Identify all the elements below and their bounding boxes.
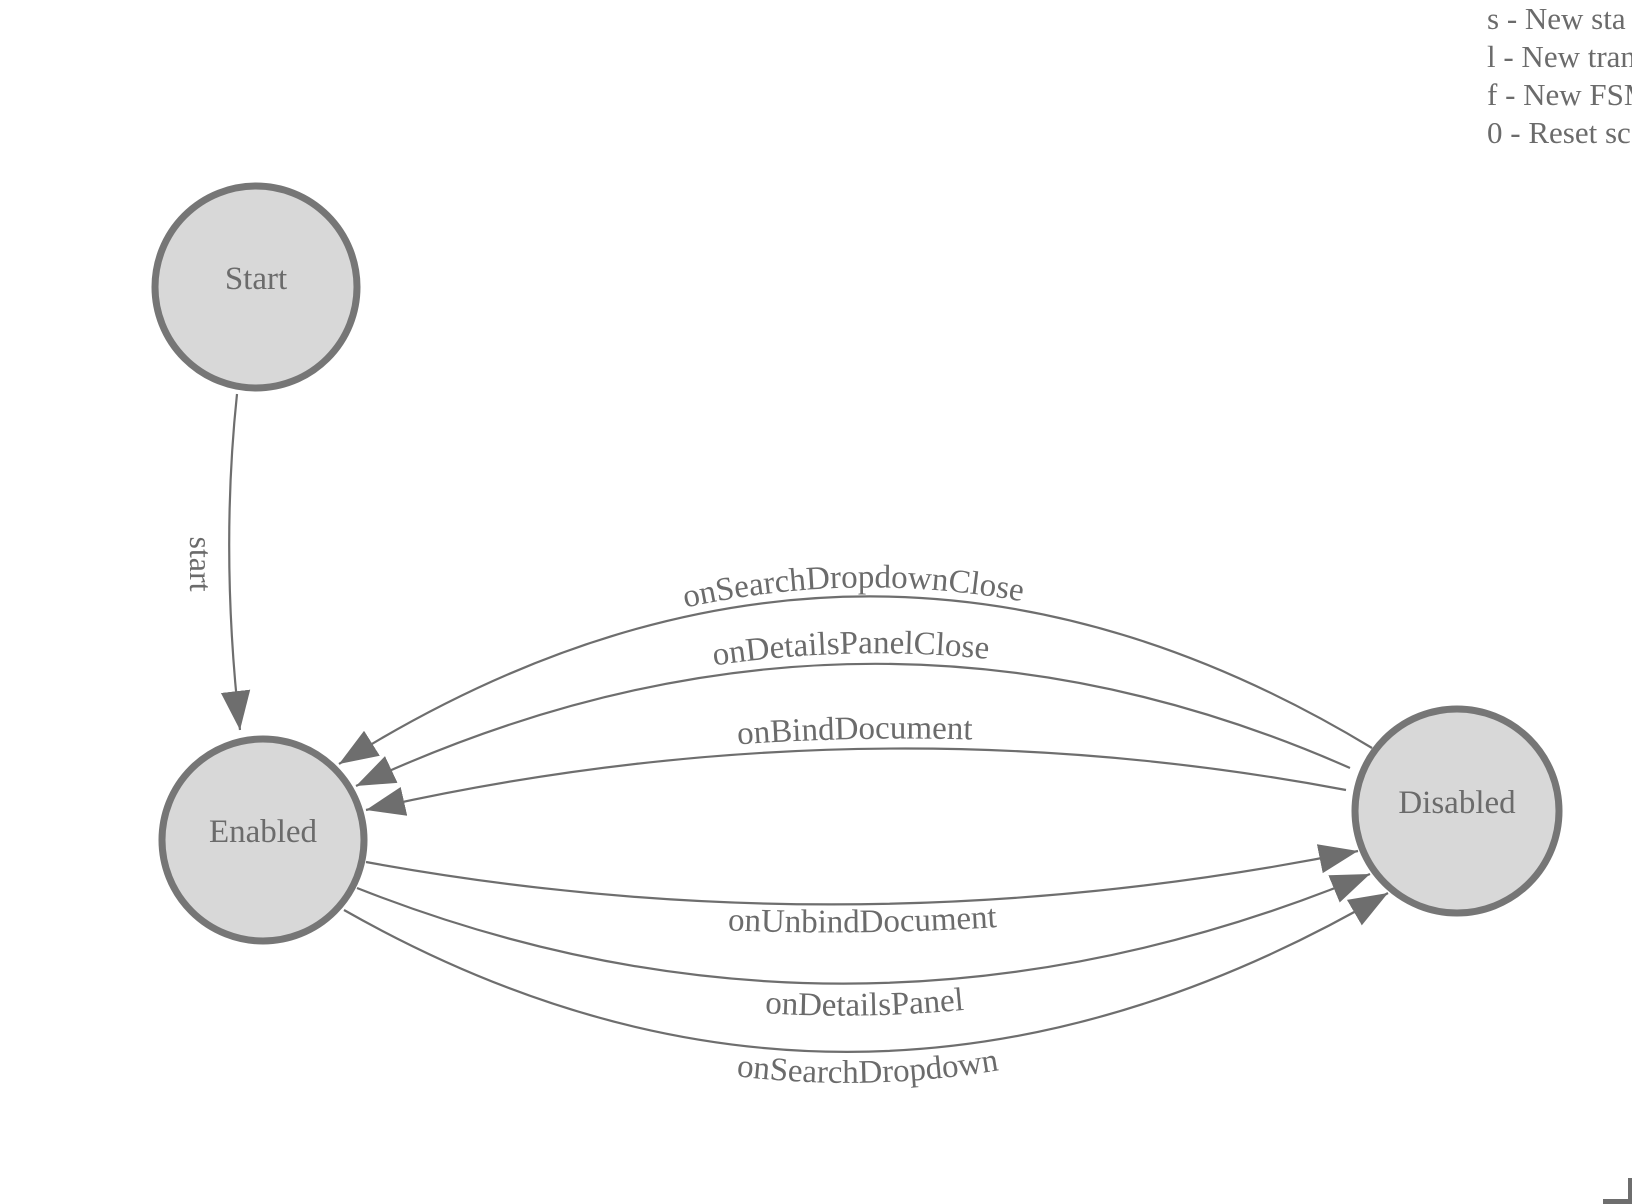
transition-path-onSearchDropdown[interactable] bbox=[343, 892, 1389, 1053]
state-label-disabled: Disabled bbox=[1398, 785, 1516, 821]
legend-line-reset-scale: 0 - Reset sc bbox=[1487, 115, 1631, 150]
legend-line-new-fsm: f - New FSM bbox=[1487, 77, 1632, 112]
transition-label-start: start bbox=[183, 536, 219, 591]
transition-edge-start[interactable]: start bbox=[183, 393, 251, 731]
legend-line-new-transition: l - New tran bbox=[1487, 39, 1632, 74]
transition-edge-onDetailsPanel[interactable]: onDetailsPanel bbox=[356, 872, 1371, 1024]
transition-edge-onUnbindDocument[interactable]: onUnbindDocument bbox=[365, 844, 1359, 940]
transition-path-onSearchDropdownClose[interactable] bbox=[338, 595, 1373, 765]
transition-path-start[interactable] bbox=[220, 393, 251, 731]
transition-edge-onDetailsPanelClose[interactable]: onDetailsPanelClose bbox=[355, 625, 1351, 787]
state-label-start: Start bbox=[225, 261, 287, 297]
state-label-enabled: Enabled bbox=[209, 814, 318, 850]
legend-line-new-state: s - New sta bbox=[1487, 1, 1626, 36]
clipped-corner-horizontal-bar bbox=[1603, 1199, 1632, 1204]
state-node-start[interactable]: Start bbox=[151, 182, 361, 392]
transition-path-onDetailsPanelClose[interactable] bbox=[355, 662, 1351, 787]
transition-label-onDetailsPanel: onDetailsPanel bbox=[764, 982, 965, 1024]
transition-edge-onBindDocument[interactable]: onBindDocument bbox=[365, 710, 1347, 816]
transition-path-onDetailsPanel[interactable] bbox=[356, 872, 1371, 985]
transition-label-onBindDocument: onBindDocument bbox=[736, 710, 973, 752]
shortcuts-legend: s - New sta l - New tran f - New FSM 0 -… bbox=[1487, 0, 1632, 152]
state-circle-enabled[interactable] bbox=[158, 735, 368, 945]
state-circle-start[interactable] bbox=[151, 182, 361, 392]
transition-path-onUnbindDocument[interactable] bbox=[365, 844, 1359, 906]
state-node-enabled[interactable]: Enabled bbox=[158, 735, 368, 945]
clipped-corner-vertical-bar bbox=[1628, 1178, 1632, 1204]
state-circle-disabled[interactable] bbox=[1351, 705, 1563, 917]
transition-path-onBindDocument[interactable] bbox=[365, 747, 1347, 816]
transition-label-onUnbindDocument: onUnbindDocument bbox=[727, 899, 997, 940]
state-node-disabled[interactable]: Disabled bbox=[1351, 705, 1563, 917]
